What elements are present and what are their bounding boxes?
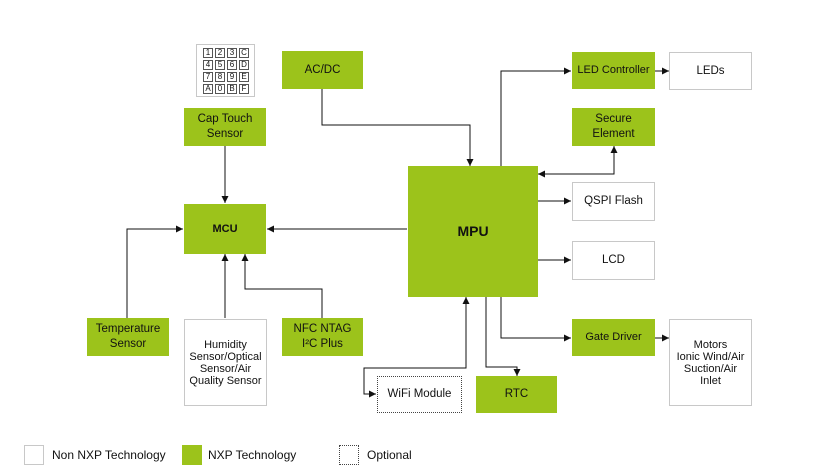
keypad-key: B bbox=[227, 84, 237, 94]
humidity-sensor-block: Humidity Sensor/Optical Sensor/Air Quali… bbox=[184, 319, 267, 406]
wire-temp-mcu bbox=[126, 225, 183, 318]
keypad-key: 5 bbox=[215, 60, 225, 70]
wire-wifi-mpu bbox=[363, 297, 470, 398]
keypad-key: A bbox=[203, 84, 213, 94]
acdc-block: AC/DC bbox=[282, 51, 363, 89]
legend-optional-swatch bbox=[339, 445, 359, 465]
rtc-block: RTC bbox=[476, 376, 557, 413]
keypad-key: 4 bbox=[203, 60, 213, 70]
secure-element-block: Secure Element bbox=[572, 108, 655, 146]
keypad-key: 1 bbox=[203, 48, 213, 58]
led-controller-block: LED Controller bbox=[572, 52, 655, 89]
keypad-key: E bbox=[239, 72, 249, 82]
wire-mpu-gatedriver bbox=[500, 297, 571, 342]
legend-non-nxp-swatch bbox=[24, 445, 44, 465]
keypad-key: 2 bbox=[215, 48, 225, 58]
keypad-key: C bbox=[239, 48, 249, 58]
lcd-block: LCD bbox=[572, 241, 655, 280]
legend-non-nxp-label: Non NXP Technology bbox=[52, 448, 166, 462]
legend-nxp-swatch bbox=[182, 445, 202, 465]
keypad-key: D bbox=[239, 60, 249, 70]
keypad-key: 6 bbox=[227, 60, 237, 70]
wire-mpu-secure bbox=[538, 146, 618, 178]
mcu-block: MCU bbox=[184, 204, 266, 254]
qspi-flash-block: QSPI Flash bbox=[572, 182, 655, 221]
keypad-key: 8 bbox=[215, 72, 225, 82]
motors-block: Motors Ionic Wind/Air Suction/Air Inlet bbox=[669, 319, 752, 406]
leds-block: LEDs bbox=[669, 52, 752, 90]
keypad-key: 0 bbox=[215, 84, 225, 94]
temperature-sensor-block: Temperature Sensor bbox=[87, 318, 169, 356]
legend-optional-label: Optional bbox=[367, 448, 412, 462]
wifi-module-block: WiFi Module bbox=[377, 376, 462, 413]
nfc-ntag-block: NFC NTAG I²C Plus bbox=[282, 318, 363, 356]
keypad-key: 3 bbox=[227, 48, 237, 58]
wire-mpu-rtc bbox=[485, 297, 521, 376]
wire-acdc-mpu bbox=[321, 89, 474, 166]
gate-driver-block: Gate Driver bbox=[572, 319, 655, 356]
cap-touch-sensor-block: Cap Touch Sensor bbox=[184, 108, 266, 146]
keypad-key: 9 bbox=[227, 72, 237, 82]
wire-mpu-ledcontroller bbox=[500, 67, 571, 166]
legend-nxp-label: NXP Technology bbox=[208, 448, 297, 462]
wire-nfc-mcu bbox=[241, 254, 323, 318]
keypad-key: F bbox=[239, 84, 249, 94]
mpu-block: MPU bbox=[408, 166, 538, 297]
keypad-key: 7 bbox=[203, 72, 213, 82]
